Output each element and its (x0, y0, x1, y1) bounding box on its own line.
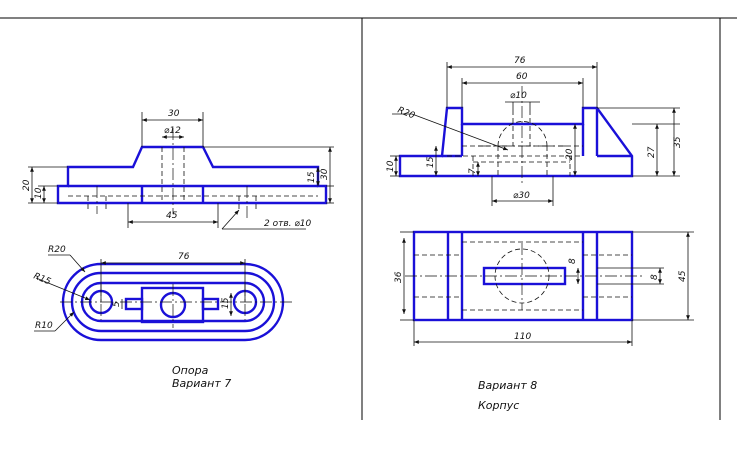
dim-plan-small: 5 (112, 301, 122, 307)
dim-top-width: 30 (168, 109, 180, 119)
dim-d76: 76 (514, 56, 526, 66)
dim-plan-length: 76 (178, 252, 190, 262)
left-plan-view: 76 15 5 R20 R15 R10 (32, 245, 292, 342)
dim-h-flange: 10 (34, 187, 44, 199)
dim-holes-note: 2 отв. ⌀10 (264, 219, 312, 229)
right-plan-view: 36 8 8 45 110 (394, 230, 694, 346)
dim-h27: 27 (647, 146, 657, 158)
dim-h45: 45 (678, 270, 688, 282)
dim-plan-slot: 15 (221, 297, 231, 309)
right-front-view: 76 60 ⌀10 R20 10 15 7 20 27 35 ⌀30 (386, 56, 683, 206)
dim-hole: ⌀10 (510, 91, 527, 101)
left-front-view: 30 ⌀12 45 2 отв. ⌀10 20 10 15 30 (22, 109, 334, 230)
variant-right: Вариант 8 (478, 379, 537, 392)
right-caption: Вариант 8 Корпус (478, 379, 537, 412)
dim-r20: R20 (48, 245, 66, 255)
dim-h20: 20 (565, 148, 575, 160)
dim-dia30: ⌀30 (513, 191, 530, 201)
dim-h10: 10 (386, 160, 396, 172)
dim-h-total: 30 (320, 168, 330, 180)
dim-d60: 60 (516, 72, 528, 82)
dim-r20-right: R20 (396, 106, 416, 122)
dim-hole-diameter: ⌀12 (164, 126, 181, 136)
dim-h15: 15 (426, 156, 436, 168)
dim-h8-outer: 8 (650, 274, 660, 280)
part-name-left: Опора (172, 364, 209, 377)
variant-left: Вариант 7 (172, 377, 231, 390)
dim-r15: R15 (32, 272, 52, 288)
dim-bottom-width: 45 (166, 211, 178, 221)
dim-r10: R10 (35, 321, 53, 331)
part-name-right: Корпус (478, 399, 519, 412)
dim-h35: 35 (673, 136, 683, 148)
dim-h-base: 20 (22, 179, 32, 191)
dim-plan-length-right: 110 (514, 332, 531, 342)
dim-h36: 36 (394, 271, 404, 283)
dim-h7: 7 (468, 168, 478, 174)
dim-h-right: 15 (307, 171, 317, 183)
left-caption: Опора Вариант 7 (172, 364, 231, 390)
dim-h8-inner: 8 (568, 258, 578, 264)
sheet-frames (0, 17, 737, 420)
